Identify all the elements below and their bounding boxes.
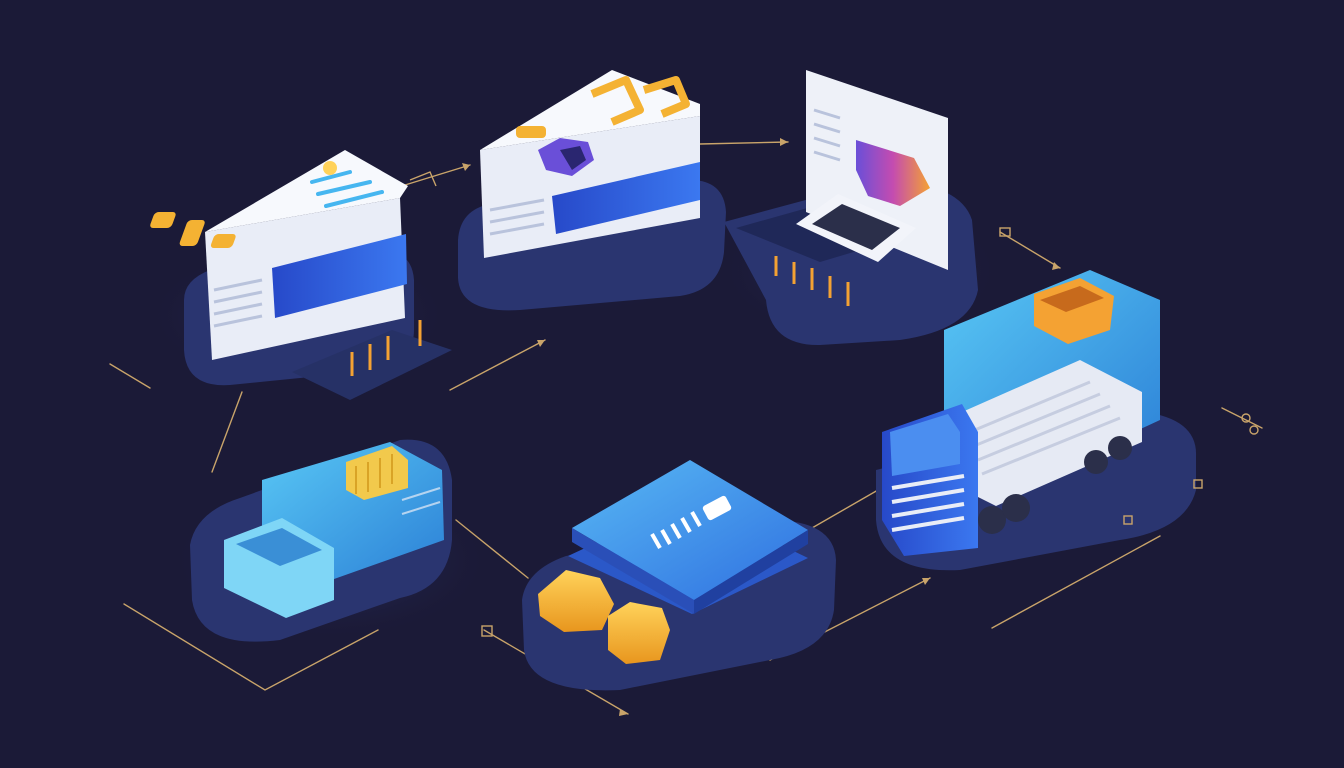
arrowhead-icon xyxy=(1052,262,1060,270)
arrowhead-icon xyxy=(922,578,930,585)
truck-window xyxy=(890,414,960,476)
tag-icon xyxy=(702,495,732,521)
node-storage-bin xyxy=(170,439,490,642)
pie-chart-highlight xyxy=(560,146,586,170)
server-vent-lines xyxy=(213,278,263,328)
connector-truck-to-pad xyxy=(811,489,879,529)
server-blue-stripe xyxy=(552,162,700,234)
glyph-icon xyxy=(1241,413,1251,423)
platform xyxy=(292,330,452,400)
status-dot-icon xyxy=(323,161,337,175)
screen-text-lines xyxy=(813,108,841,162)
arrowhead-icon xyxy=(780,138,788,146)
node-chart-pedestal xyxy=(292,320,452,400)
connector-server-left-to-server-center xyxy=(404,164,471,186)
connector-left-stub xyxy=(109,363,151,389)
pad-side-right xyxy=(694,530,808,614)
cargo-crate-top xyxy=(1040,286,1104,312)
connector-server-center-to-laptop xyxy=(699,141,789,145)
connector-mid-left xyxy=(449,339,546,391)
node-laptop xyxy=(720,70,1000,346)
arrowhead-icon xyxy=(619,709,628,716)
server-body-top xyxy=(205,150,408,232)
orange-bars-icon xyxy=(774,256,850,306)
bar-chart-icon xyxy=(310,170,384,208)
drawer-slats xyxy=(355,454,393,494)
glyph-icon xyxy=(1249,425,1259,435)
glyph-icon xyxy=(999,227,1011,237)
gold-block-icon xyxy=(538,570,670,664)
arrowheads xyxy=(462,138,1060,716)
server-body-front xyxy=(480,116,700,258)
pad-side xyxy=(572,528,694,614)
decorative-glyphs xyxy=(409,171,1259,637)
orange-bars-icon xyxy=(350,320,422,376)
server-vent-lines xyxy=(489,198,545,236)
node-data-pad xyxy=(510,460,850,691)
wheel-icon xyxy=(978,436,1132,534)
glyph-icon xyxy=(481,625,493,637)
truck-grille xyxy=(891,474,965,532)
node-server-center xyxy=(450,70,730,312)
connector-storage-to-server-left xyxy=(211,391,243,473)
arrowhead-icon xyxy=(537,340,545,347)
cargo-ribs xyxy=(969,380,1121,476)
node-delivery-truck xyxy=(870,270,1210,571)
arrowhead-icon xyxy=(462,163,470,171)
connector-bottom-left xyxy=(123,603,379,691)
keyboard-icon xyxy=(812,204,900,250)
gold-chart-icon xyxy=(150,212,236,248)
open-bin-inner xyxy=(236,528,322,566)
glyph-icon xyxy=(409,171,437,187)
server-blue-stripe xyxy=(272,234,407,318)
gold-chart-icon xyxy=(590,76,690,126)
connector-right xyxy=(991,535,1161,629)
badge-icon xyxy=(516,126,546,138)
glyph-icon xyxy=(1193,479,1203,489)
barcode-icon xyxy=(650,511,702,549)
screen-chart xyxy=(856,140,930,206)
connector-laptop-to-truck xyxy=(999,231,1061,269)
glyph-icon xyxy=(1123,515,1133,525)
cabinet-lines xyxy=(401,487,441,515)
